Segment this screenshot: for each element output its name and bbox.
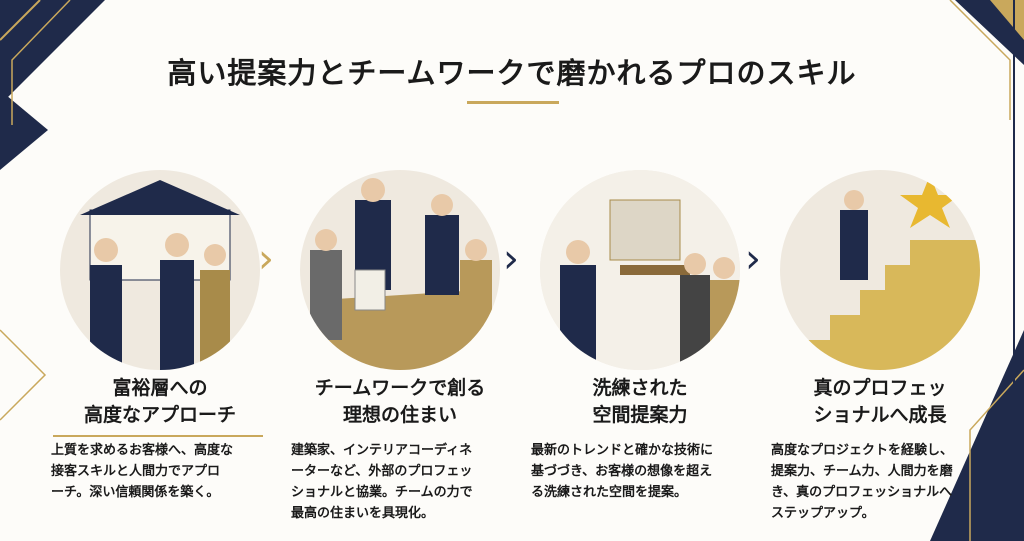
heading-line: 洗練された: [592, 377, 688, 399]
step-heading: 真のプロフェッショナルへ成長: [765, 375, 995, 429]
heading-line: 空間提案力: [592, 404, 688, 426]
body-line: 最新のトレンドと確かな技術に: [531, 443, 714, 458]
chevron-right-icon: ›: [258, 236, 274, 282]
step-heading: 洗練された空間提案力: [525, 375, 755, 429]
step-description: 建築家、インテリアコーディネーターなど、外部のプロフェッショナルと協業。チームの…: [291, 440, 521, 524]
interior-presentation-icon: [540, 170, 740, 370]
body-line: 上質を求めるお客様へ、高度な: [51, 443, 234, 458]
body-line: き、真のプロフェッショナルへ: [771, 485, 953, 500]
step-heading: 富裕層への高度なアプローチ: [45, 375, 275, 429]
heading-line: チームワークで創る: [314, 377, 486, 399]
heading-underline: [53, 435, 263, 437]
step-description: 上質を求めるお客様へ、高度な接客スキルと人間力でアプローチ。深い信頼関係を築く。: [51, 440, 281, 503]
title-underline: [467, 101, 559, 104]
body-line: 提案力、チーム力、人間力を磨: [771, 464, 953, 479]
body-line: ステップアップ。: [771, 506, 875, 521]
body-line: 高度なプロジェクトを経験し、: [771, 443, 954, 458]
body-line: 接客スキルと人間力でアプロ: [51, 464, 221, 479]
heading-line: 真のプロフェッ: [813, 377, 947, 399]
heading-line: ショナルへ成長: [813, 404, 947, 426]
heading-line: 理想の住まい: [342, 404, 457, 426]
body-line: 建築家、インテリアコーディネ: [291, 443, 473, 458]
body-line: ショナルと協業。チームの力で: [291, 485, 473, 500]
page-title: 高い提案力とチームワークで磨かれるプロのスキル: [167, 56, 857, 90]
body-line: 最高の住まいを具現化。: [291, 506, 435, 521]
heading-line: 高度なアプローチ: [83, 404, 236, 426]
body-line: る洗練された空間を提案。: [531, 485, 688, 500]
handshake-house-icon: [60, 170, 260, 370]
chevron-right-icon: ›: [503, 236, 519, 282]
stairs-star-icon: [780, 170, 980, 370]
team-meeting-icon: [300, 170, 500, 370]
body-line: ーターなど、外部のプロフェッ: [291, 464, 473, 479]
body-line: ーチ。深い信頼関係を築く。: [51, 485, 220, 500]
chevron-right-icon: ›: [745, 236, 761, 282]
step-description: 高度なプロジェクトを経験し、提案力、チーム力、人間力を磨き、真のプロフェッショナ…: [771, 440, 1001, 524]
body-line: 基づづき、お客様の想像を超え: [531, 464, 713, 479]
step-description: 最新のトレンドと確かな技術に基づづき、お客様の想像を超える洗練された空間を提案。: [531, 440, 761, 503]
heading-line: 富裕層への: [112, 377, 208, 399]
step-heading: チームワークで創る理想の住まい: [285, 375, 515, 429]
